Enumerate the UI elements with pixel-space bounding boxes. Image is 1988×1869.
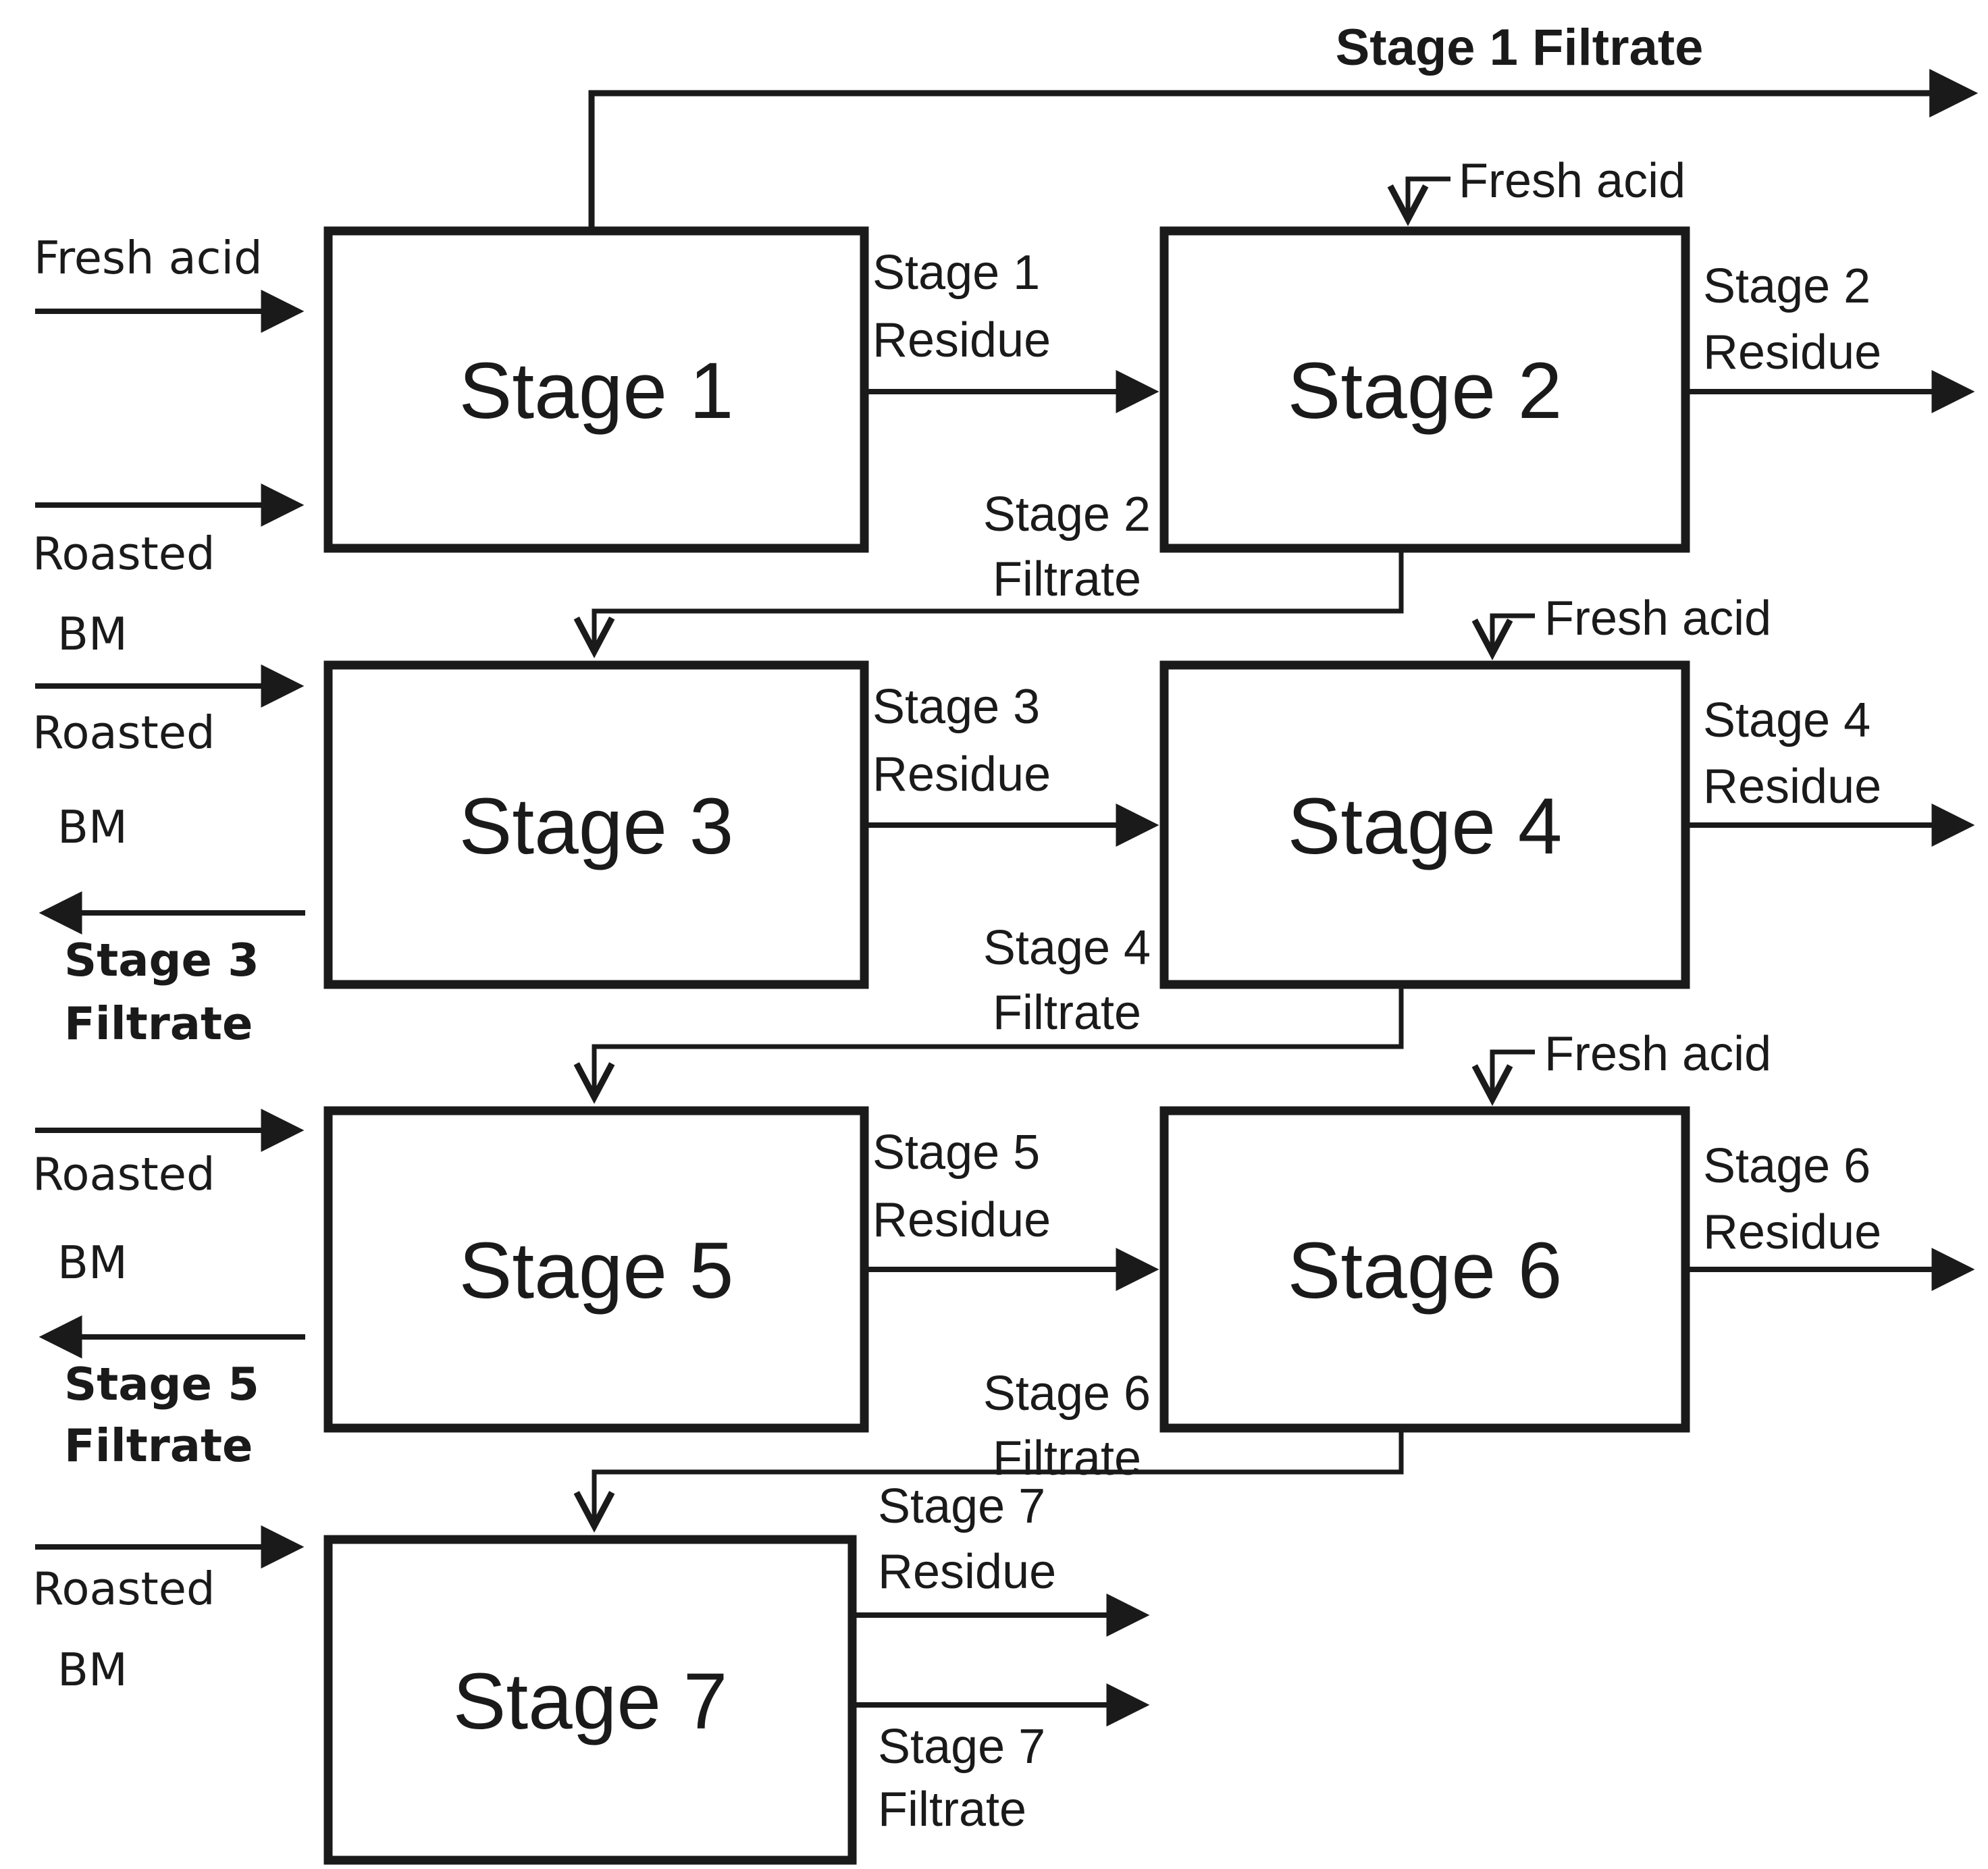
stage-2-box: Stage 2 <box>1159 226 1690 553</box>
label-bm-stage5: BM <box>57 1236 128 1289</box>
label-stage3-filtrate-line1: Stage 3 <box>64 934 259 986</box>
label-fresh-acid-stage2: Fresh acid <box>1459 154 1685 208</box>
arrow-fresh-acid-stage6 <box>1471 1049 1535 1106</box>
label-stage2-residue-line1: Stage 2 <box>1703 259 1871 313</box>
stage-6-box: Stage 6 <box>1159 1106 1690 1433</box>
label-stage7-filtrate-line2: Filtrate <box>878 1783 1026 1837</box>
stage-2-label: Stage 2 <box>1288 346 1563 436</box>
label-bm-stage7: BM <box>57 1643 128 1696</box>
label-stage6-filtrate-line2: Filtrate <box>993 1431 1141 1485</box>
label-stage6-residue-line1: Stage 6 <box>1703 1139 1871 1193</box>
stage-3-label: Stage 3 <box>459 782 734 871</box>
label-stage5-filtrate-line2: Filtrate <box>64 1419 253 1472</box>
label-stage5-residue-line2: Residue <box>872 1193 1051 1247</box>
label-stage7-residue-line1: Stage 7 <box>878 1479 1045 1533</box>
label-bm-stage1: BM <box>57 608 128 660</box>
label-stage4-filtrate-line2: Filtrate <box>993 986 1141 1040</box>
label-stage2-residue-line2: Residue <box>1703 325 1881 379</box>
arrow-stage2-filtrate-route <box>573 548 1404 658</box>
stage-1-label: Stage 1 <box>459 346 734 436</box>
label-stage1-filtrate-top: Stage 1 Filtrate <box>1336 19 1704 76</box>
label-roasted-stage7: Roasted <box>32 1562 215 1615</box>
stage-7-label: Stage 7 <box>453 1657 728 1746</box>
label-stage4-residue-line2: Residue <box>1703 760 1881 814</box>
label-fresh-acid-stage6: Fresh acid <box>1544 1027 1771 1081</box>
label-stage3-residue-line2: Residue <box>872 747 1051 801</box>
arrow-fresh-acid-stage2 <box>1387 176 1450 226</box>
label-stage3-residue-line1: Stage 3 <box>872 680 1040 734</box>
arrow-stage1-filtrate-top <box>588 69 1979 231</box>
stage-5-rect <box>323 1106 869 1433</box>
stage-5-label: Stage 5 <box>459 1226 734 1315</box>
stage-3-box: Stage 3 <box>323 660 869 989</box>
label-stage4-residue-line1: Stage 4 <box>1703 693 1871 747</box>
label-roasted-stage5: Roasted <box>32 1148 215 1201</box>
stage-4-label: Stage 4 <box>1288 782 1563 871</box>
stage-1-box: Stage 1 <box>323 226 869 553</box>
label-stage5-residue-line1: Stage 5 <box>872 1126 1040 1180</box>
arrow-stage4-filtrate-route <box>573 984 1404 1104</box>
arrow-fresh-acid-stage4 <box>1471 613 1535 660</box>
label-stage5-filtrate-line1: Stage 5 <box>64 1358 259 1411</box>
stage-5-box: Stage 5 <box>323 1106 869 1433</box>
label-fresh-acid-stage1: Fresh acid <box>34 232 263 284</box>
stage-7-rect <box>323 1535 857 1865</box>
label-bm-stage3: BM <box>57 801 128 853</box>
label-stage3-filtrate-line2: Filtrate <box>64 997 253 1050</box>
label-stage4-filtrate-line1: Stage 4 <box>983 921 1151 975</box>
stage-6-label: Stage 6 <box>1288 1226 1563 1315</box>
label-stage2-filtrate-line1: Stage 2 <box>983 488 1151 542</box>
stage-4-box: Stage 4 <box>1159 660 1690 989</box>
label-roasted-stage1: Roasted <box>32 527 215 580</box>
stage-3-rect <box>323 660 869 989</box>
stage-1-rect <box>323 226 869 553</box>
label-fresh-acid-stage4: Fresh acid <box>1544 591 1771 646</box>
label-stage1-residue-line2: Residue <box>872 313 1051 367</box>
label-stage7-filtrate-line1: Stage 7 <box>878 1720 1045 1774</box>
stage-2-rect <box>1159 226 1690 553</box>
label-stage6-residue-line2: Residue <box>1703 1205 1881 1259</box>
label-stage6-filtrate-line1: Stage 6 <box>983 1367 1151 1421</box>
label-stage1-residue-line1: Stage 1 <box>872 246 1040 300</box>
label-stage2-filtrate-line2: Filtrate <box>993 552 1141 606</box>
stage-7-box: Stage 7 <box>323 1535 857 1865</box>
arrow-stage6-filtrate-route <box>573 1428 1404 1533</box>
label-stage7-residue-line2: Residue <box>878 1545 1056 1599</box>
stage-6-rect <box>1159 1106 1690 1433</box>
stage-4-rect <box>1159 660 1690 989</box>
label-roasted-stage3: Roasted <box>32 706 215 759</box>
